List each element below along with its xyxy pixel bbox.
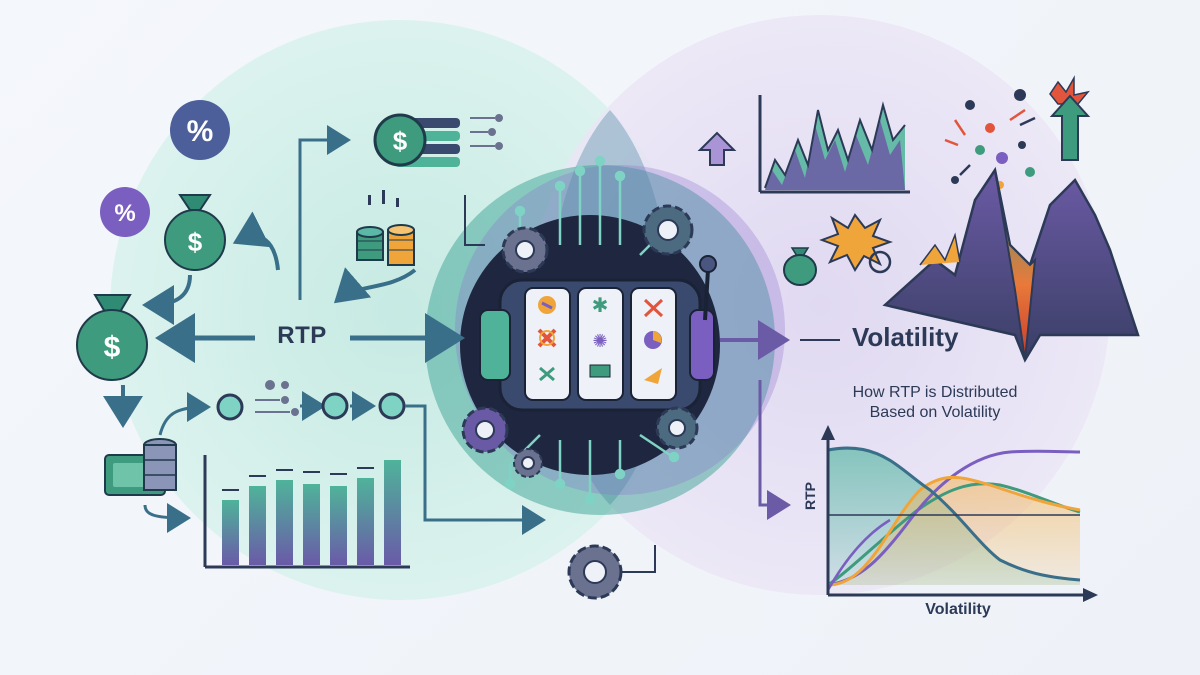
mountain-icon <box>882 166 1140 363</box>
slot-machine-icon: ✱ ✺ <box>460 155 720 505</box>
coin-stack-icon: $ <box>373 113 460 167</box>
money-bag-icon: $ <box>76 294 148 381</box>
volatility-circle <box>530 15 1110 595</box>
bar <box>276 480 293 565</box>
gear-icon <box>655 406 699 450</box>
bar <box>249 486 266 565</box>
svg-text:$: $ <box>393 126 408 156</box>
percent-badge-icon: % <box>170 100 230 160</box>
reel-symbols: ✱ ✺ <box>537 293 664 384</box>
cash-stack-icon <box>104 438 177 496</box>
chart-y-axis-label: RTP <box>802 482 818 510</box>
svg-text:$: $ <box>188 227 203 257</box>
volatility-line-chart <box>758 95 910 194</box>
bar <box>357 478 374 565</box>
token-icon <box>216 393 244 421</box>
distribution-caption: How RTP is Distributed Based on Volatili… <box>810 383 1060 423</box>
token-icon <box>321 392 349 420</box>
bar <box>303 484 320 565</box>
volatility-label: Volatility <box>852 322 959 352</box>
rtp-bar-chart <box>203 455 410 569</box>
coin-stack-icon <box>356 224 415 266</box>
caption-line-2: Based on Volatility <box>869 404 1001 421</box>
rtp-label: RTP <box>277 322 327 349</box>
money-bag-icon: $ <box>164 194 226 271</box>
bar <box>222 500 239 565</box>
up-arrow-icon <box>697 131 737 166</box>
svg-text:✱: ✱ <box>592 293 609 317</box>
gear-icon <box>513 448 543 478</box>
bar <box>330 486 347 565</box>
svg-text:%: % <box>187 115 214 148</box>
gear-icon <box>501 226 549 274</box>
rtp-volatility-chart <box>821 425 1098 602</box>
bar <box>384 460 401 565</box>
chart-x-axis-label: Volatility <box>925 601 991 618</box>
percent-badge-icon: % <box>100 187 150 237</box>
money-bag-icon <box>783 247 817 286</box>
token-icon <box>378 392 406 420</box>
gear-icon <box>567 544 623 600</box>
caption-line-1: How RTP is Distributed <box>852 384 1018 401</box>
svg-text:%: % <box>114 200 135 227</box>
gear-icon <box>642 204 694 256</box>
svg-text:✺: ✺ <box>592 331 607 352</box>
svg-text:$: $ <box>104 331 121 364</box>
explosion-icon <box>1049 75 1091 161</box>
particles <box>868 89 1036 274</box>
gear-icon <box>461 406 509 454</box>
